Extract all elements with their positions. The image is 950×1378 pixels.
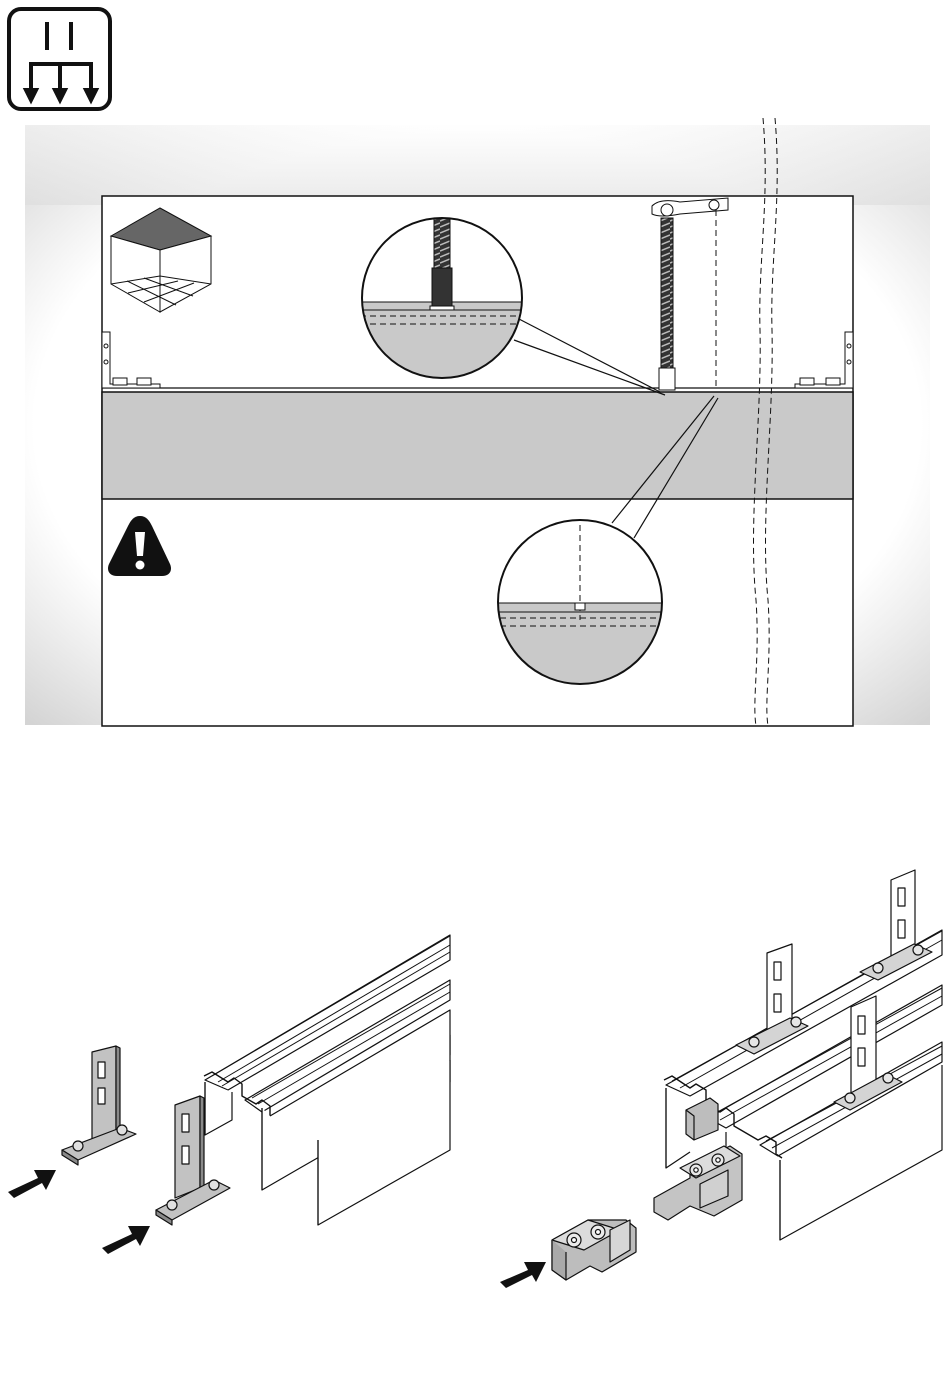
push-arrow-icon — [500, 1262, 546, 1288]
carrier-insertion-scene — [500, 870, 942, 1288]
carrier-in-track — [686, 1098, 718, 1140]
ceiling-scene — [25, 118, 930, 726]
end-bracket-1 — [62, 1046, 136, 1165]
track-profile-left — [204, 935, 450, 1225]
bracket-insertion-scene — [8, 935, 450, 1254]
mounted-bracket-1 — [736, 944, 808, 1054]
step-icon — [9, 9, 110, 109]
ceiling-beam — [102, 392, 853, 499]
carrier-1 — [552, 1220, 636, 1280]
push-arrow-icon — [8, 1170, 150, 1254]
